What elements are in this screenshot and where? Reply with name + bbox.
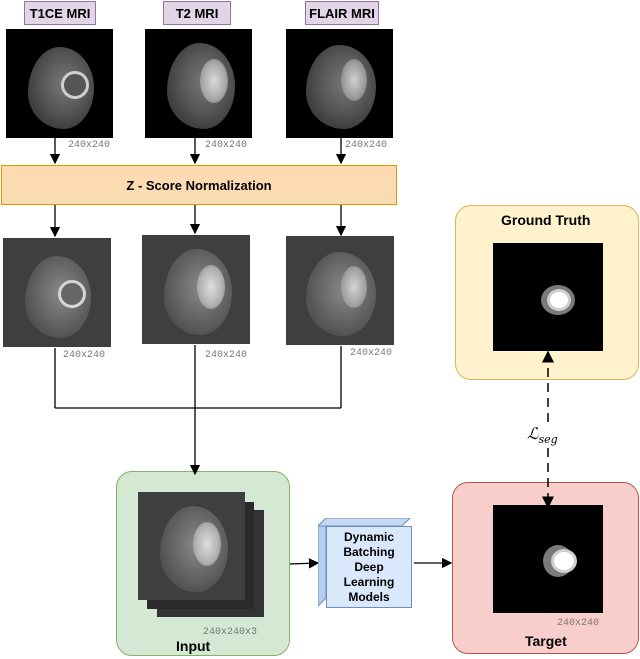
label-t2: T2 MRI bbox=[163, 1, 231, 25]
scan-flair-normalized bbox=[286, 236, 394, 345]
dynamic-batching-model-block: Dynamic Batching Deep Learning Models bbox=[326, 526, 412, 608]
tumor-region bbox=[197, 265, 225, 309]
segmentation-mask-inner bbox=[551, 549, 577, 573]
model-label: Dynamic Batching Deep Learning Models bbox=[343, 529, 395, 604]
dim-t2-raw: 240x240 bbox=[205, 140, 248, 151]
input-stack-front bbox=[138, 492, 245, 600]
segmentation-mask-inner bbox=[547, 289, 571, 311]
scan-t2-normalized bbox=[142, 235, 250, 344]
tumor-region bbox=[193, 522, 221, 566]
tumor-region bbox=[58, 280, 86, 308]
segmentation-loss-label: ℒseg bbox=[527, 424, 558, 447]
ground-truth-title: Ground Truth bbox=[501, 212, 591, 228]
zscore-normalization-block: Z - Score Normalization bbox=[1, 165, 397, 205]
dim-flair-normalized: 240x240 bbox=[350, 348, 393, 359]
scan-t2-raw bbox=[145, 29, 252, 138]
tumor-region bbox=[341, 266, 367, 308]
label-flair: FLAIR MRI bbox=[305, 1, 379, 25]
target-segmentation bbox=[493, 505, 603, 613]
tumor-region bbox=[200, 59, 228, 103]
dim-t1ce-normalized: 240x240 bbox=[63, 350, 106, 361]
dim-target: 240x240 bbox=[557, 618, 600, 629]
scan-t1ce-raw bbox=[6, 29, 113, 138]
input-title: Input bbox=[176, 638, 211, 654]
dim-t1ce-raw: 240x240 bbox=[68, 140, 111, 151]
tumor-region bbox=[61, 71, 89, 99]
scan-flair-raw bbox=[286, 29, 393, 138]
label-t1ce: T1CE MRI bbox=[24, 1, 96, 25]
dim-t2-normalized: 240x240 bbox=[205, 350, 248, 361]
dim-flair-raw: 240x240 bbox=[345, 140, 388, 151]
dim-input: 240x240x3 bbox=[203, 627, 258, 638]
ground-truth-segmentation bbox=[493, 243, 603, 351]
target-title: Target bbox=[525, 633, 567, 649]
tumor-region bbox=[341, 59, 367, 101]
scan-t1ce-normalized bbox=[3, 238, 111, 347]
